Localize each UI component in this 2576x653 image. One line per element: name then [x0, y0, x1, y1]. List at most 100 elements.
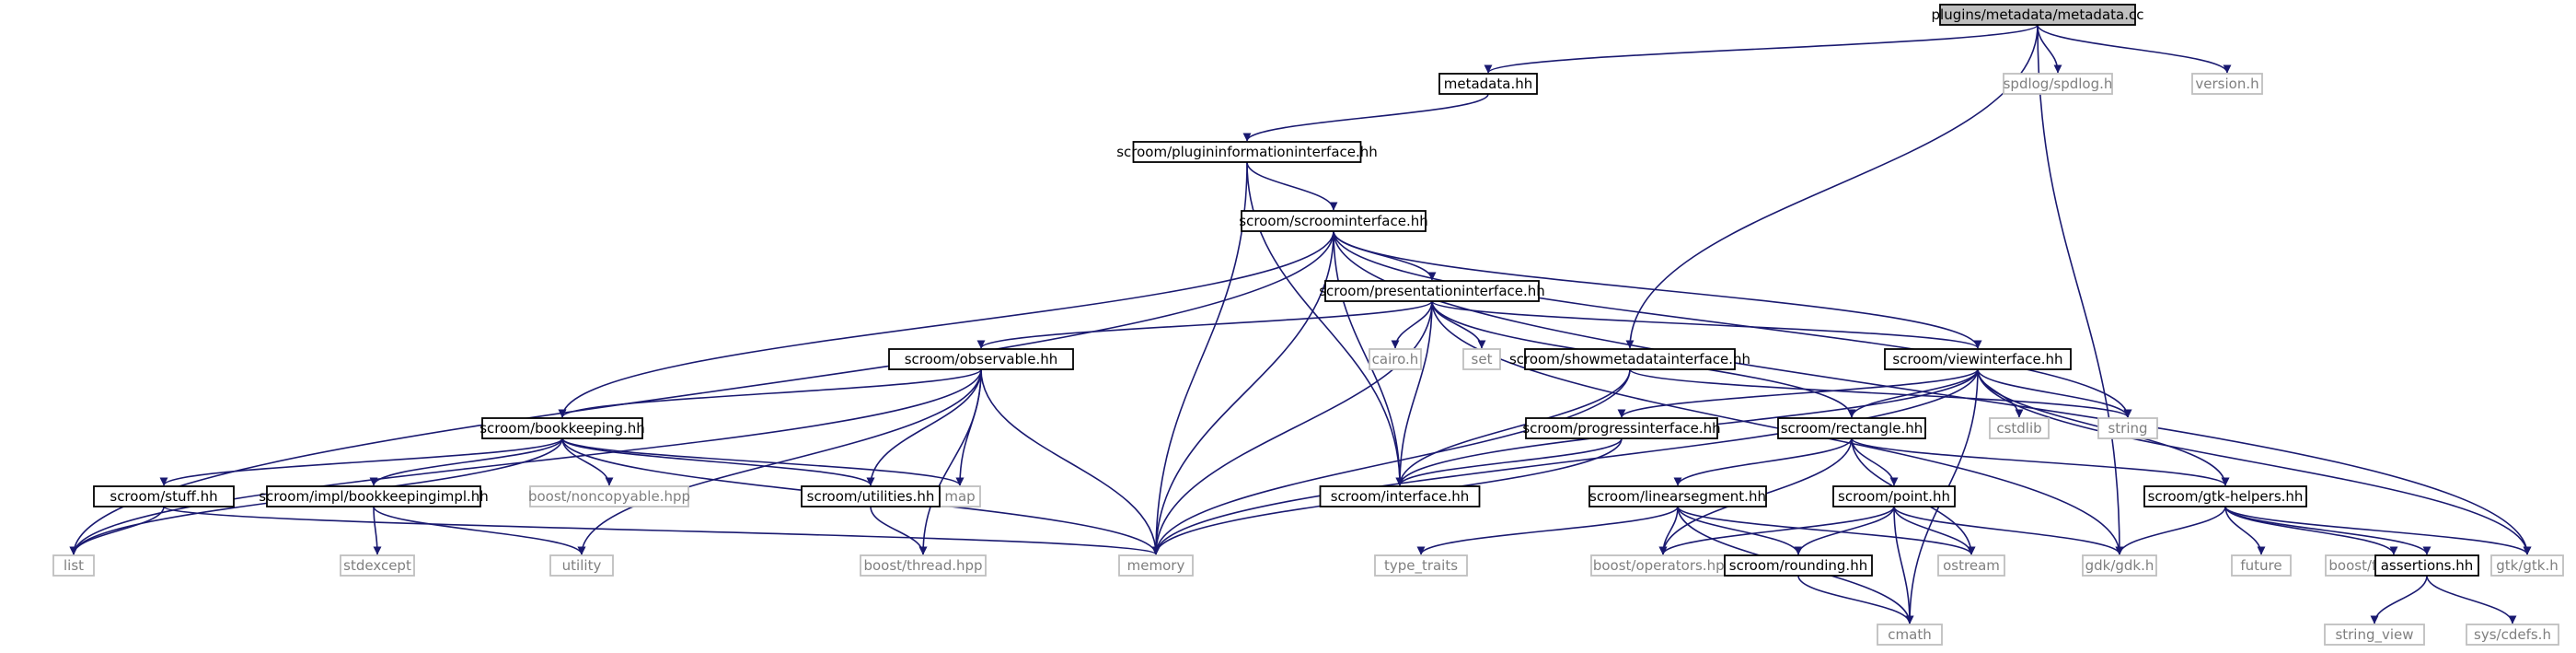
edge-metadata_hh-to-plugininfo	[1242, 93, 1489, 142]
edge-linseg-to-rounding	[1677, 506, 1803, 555]
node-label: scroom/impl/bookkeepingimpl.hh	[259, 488, 489, 505]
node-spdlog[interactable]: spdlog/spdlog.h	[2003, 73, 2113, 95]
node-label: plugins/metadata/metadata.cc	[1932, 6, 2144, 23]
edge-viewif-to-gtk	[1977, 368, 2532, 555]
node-ostream[interactable]: ostream	[1937, 554, 2005, 577]
node-bkimpl[interactable]: scroom/impl/bookkeepingimpl.hh	[259, 485, 489, 507]
node-box	[2374, 554, 2479, 577]
edge-root-to-gdk	[2037, 24, 2124, 555]
node-label: scroom/stuff.hh	[110, 488, 217, 505]
node-root[interactable]: plugins/metadata/metadata.cc	[1932, 4, 2144, 26]
node-box	[1438, 73, 1538, 95]
node-label: scroom/showmetadatainterface.hh	[1509, 351, 1750, 367]
node-label: scroom/viewinterface.hh	[1892, 351, 2062, 367]
node-box	[1937, 554, 2005, 577]
node-thread[interactable]: boost/thread.hpp	[860, 554, 987, 577]
edge-point-to-gdk	[1893, 506, 2124, 555]
node-utilities[interactable]: scroom/utilities.hh	[801, 485, 941, 507]
edge-assertions-to-string_view	[2370, 575, 2428, 624]
node-memory[interactable]: memory	[1118, 554, 1194, 577]
node-scroomif[interactable]: scroom/scroominterface.hh	[1239, 210, 1428, 232]
node-box	[2231, 554, 2292, 577]
node-label: future	[2240, 557, 2281, 574]
node-linseg[interactable]: scroom/linearsegment.hh	[1588, 485, 1767, 507]
node-box	[1884, 348, 2072, 370]
edge-scroomif-to-presif	[1333, 230, 1437, 281]
node-box	[2466, 624, 2559, 646]
node-observable[interactable]: scroom/observable.hh	[888, 348, 1074, 370]
edge-bookkeeping-to-noncopyable	[561, 437, 614, 486]
node-list[interactable]: list	[52, 554, 95, 577]
node-box	[1324, 280, 1540, 302]
node-version[interactable]: version.h	[2191, 73, 2263, 95]
node-plugininfo[interactable]: scroom/plugininformationinterface.hh	[1116, 141, 1378, 163]
node-rectangle[interactable]: scroom/rectangle.hh	[1777, 417, 1926, 439]
node-progressif[interactable]: scroom/progressinterface.hh	[1522, 417, 1721, 439]
node-noncopyable[interactable]: boost/noncopyable.hpp	[528, 485, 690, 507]
node-label: cstdlib	[1996, 420, 2041, 437]
node-set[interactable]: set	[1462, 348, 1501, 370]
node-showmeta[interactable]: scroom/showmetadatainterface.hh	[1509, 348, 1750, 370]
edge-presif-to-observable	[976, 300, 1433, 349]
edge-linseg-to-ostream	[1677, 506, 1976, 555]
edge-rounding-to-cmath	[1797, 575, 1914, 624]
node-cstdlib[interactable]: cstdlib	[1989, 417, 2050, 439]
node-presif[interactable]: scroom/presentationinterface.hh	[1319, 280, 1545, 302]
edge-observable-to-bookkeeping	[558, 368, 982, 418]
edge-gtkhelpers-to-assertions	[2224, 506, 2432, 555]
node-label: set	[1472, 351, 1493, 367]
node-gdk[interactable]: gdk/gdk.h	[2082, 554, 2157, 577]
node-gtk[interactable]: gtk/gtk.h	[2490, 554, 2564, 577]
node-box	[1241, 210, 1427, 232]
edge-gtkhelpers-to-gtk	[2224, 506, 2532, 555]
node-point[interactable]: scroom/point.hh	[1832, 485, 1956, 507]
edge-plugininfo-to-memory	[1151, 161, 1248, 555]
edge-viewif-to-string	[1977, 368, 2132, 418]
edge-presif-to-memory	[1151, 300, 1433, 555]
node-gtkhelpers[interactable]: scroom/gtk-helpers.hh	[2143, 485, 2307, 507]
edge-showmeta-to-interface	[1395, 368, 1631, 486]
node-label: ostream	[1943, 557, 2000, 574]
node-assertions[interactable]: assertions.hh	[2374, 554, 2479, 577]
node-map[interactable]: map	[939, 485, 981, 507]
edge-rectangle-to-gtkhelpers	[1851, 437, 2230, 486]
node-string[interactable]: string	[2097, 417, 2158, 439]
node-box	[888, 348, 1074, 370]
node-utility[interactable]: utility	[549, 554, 614, 577]
node-operators[interactable]: boost/operators.hpp	[1590, 554, 1736, 577]
edge-observable-to-memory	[980, 368, 1161, 555]
node-interface[interactable]: scroom/interface.hh	[1319, 485, 1481, 507]
node-box	[1369, 348, 1422, 370]
node-viewif[interactable]: scroom/viewinterface.hh	[1884, 348, 2072, 370]
node-cdefs[interactable]: sys/cdefs.h	[2466, 624, 2559, 646]
node-label: memory	[1127, 557, 1185, 574]
node-label: gtk/gtk.h	[2496, 557, 2559, 574]
node-label: boost/noncopyable.hpp	[528, 488, 690, 505]
node-label: boost/thread.hpp	[863, 557, 982, 574]
node-bookkeeping[interactable]: scroom/bookkeeping.hh	[479, 417, 645, 439]
node-rounding[interactable]: scroom/rounding.hh	[1724, 554, 1873, 577]
edge-assertions-to-cdefs	[2426, 575, 2517, 624]
edge-gtkhelpers-to-future	[2224, 506, 2266, 555]
node-box	[1462, 348, 1501, 370]
node-box	[340, 554, 415, 577]
node-stuff[interactable]: scroom/stuff.hh	[93, 485, 235, 507]
node-box	[1319, 485, 1481, 507]
edge-progressif-to-interface	[1395, 437, 1623, 486]
node-label: string_view	[2335, 626, 2413, 644]
node-box	[2143, 485, 2307, 507]
edge-scroomif-to-interface	[1333, 230, 1404, 486]
edge-showmeta-to-memory	[1151, 368, 1631, 555]
node-cairo[interactable]: cairo.h	[1369, 348, 1422, 370]
node-metadata-hh[interactable]: metadata.hh	[1438, 73, 1538, 95]
node-stdexcept[interactable]: stdexcept	[340, 554, 415, 577]
node-future[interactable]: future	[2231, 554, 2292, 577]
node-cmath[interactable]: cmath	[1877, 624, 1943, 646]
node-type-traits[interactable]: type_traits	[1374, 554, 1468, 577]
node-box	[52, 554, 95, 577]
edge-viewif-to-memory	[1151, 368, 1979, 555]
node-label: string	[2108, 420, 2147, 437]
node-string-view[interactable]: string_view	[2324, 624, 2425, 646]
node-box	[2003, 73, 2113, 95]
